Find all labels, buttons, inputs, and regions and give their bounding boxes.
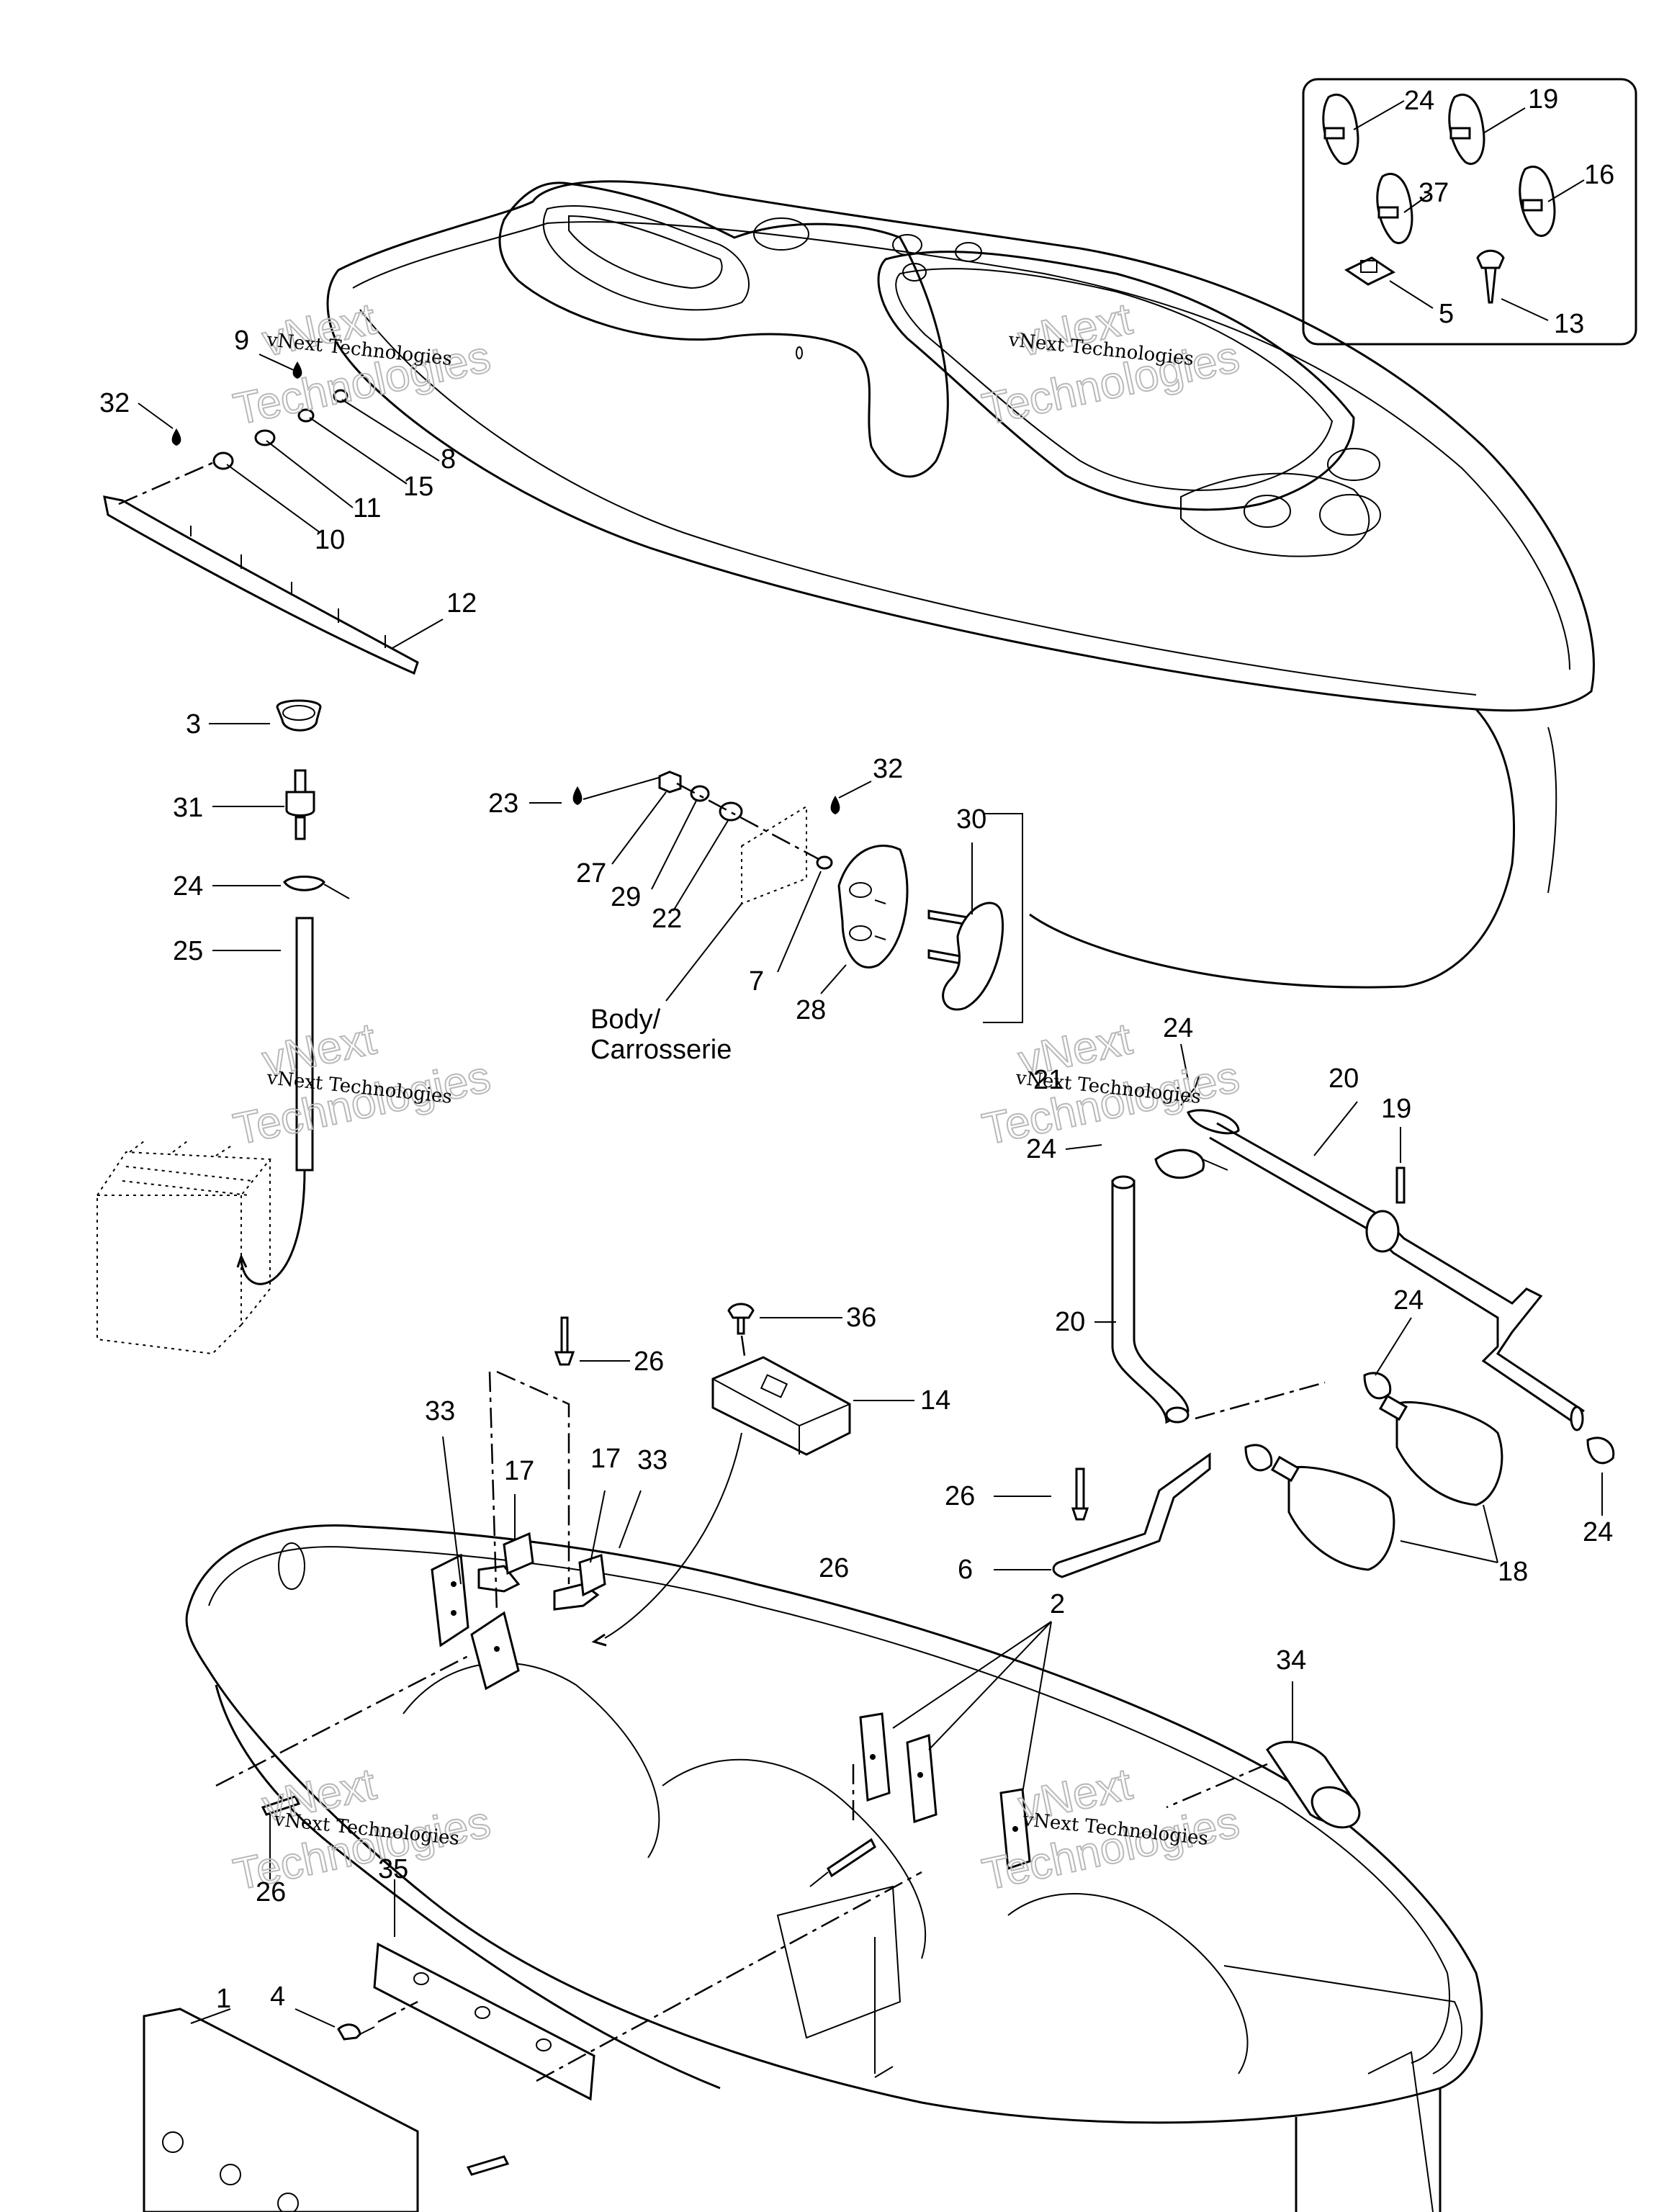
callout-33: 33 xyxy=(637,1445,667,1475)
vent-tubes xyxy=(1111,1076,1585,1431)
brackets-2 xyxy=(859,1712,1031,1871)
plates-1-35 xyxy=(143,1871,922,2212)
callout-19: 19 xyxy=(1528,84,1558,114)
callout-15: 15 xyxy=(403,472,433,502)
callout-31: 31 xyxy=(173,793,203,823)
callout-labels: 24 19 37 16 5 13 32 9 8 15 11 10 12 3 31… xyxy=(99,84,1614,2014)
sealant-drop-icon xyxy=(292,361,302,379)
callout-24: 24 xyxy=(1404,86,1434,116)
callout-17: 17 xyxy=(504,1456,534,1486)
vent-assembly xyxy=(236,699,350,1285)
rivets-26 xyxy=(261,1316,876,2176)
sealant-drop-icon xyxy=(572,786,583,805)
washer-nut-stack xyxy=(171,361,349,470)
plug-34 xyxy=(1166,1740,1361,1829)
callout-28: 28 xyxy=(796,995,826,1025)
callout-24: 24 xyxy=(173,871,203,902)
body-label-line2: Carrosserie xyxy=(590,1035,732,1065)
callout-9: 9 xyxy=(234,325,249,356)
callout-20: 20 xyxy=(1328,1064,1359,1094)
callout-29: 29 xyxy=(611,882,641,912)
callout-8: 8 xyxy=(441,444,456,475)
callout-2: 2 xyxy=(1050,1589,1065,1619)
callout-26: 26 xyxy=(634,1346,664,1377)
callout-19: 19 xyxy=(1381,1094,1411,1124)
callout-14: 14 xyxy=(920,1385,950,1416)
sealant-drop-icon xyxy=(830,796,840,814)
guide-lines xyxy=(215,1335,894,2078)
callout-3: 3 xyxy=(186,709,201,739)
callout-24: 24 xyxy=(1163,1013,1193,1043)
callout-26: 26 xyxy=(819,1553,849,1583)
callout-13: 13 xyxy=(1554,309,1584,339)
battery-outline xyxy=(96,1141,272,1355)
callout-1: 1 xyxy=(216,1984,231,2014)
callout-25: 25 xyxy=(173,936,203,966)
callout-32: 32 xyxy=(99,388,130,418)
callout-16: 16 xyxy=(1584,160,1614,190)
callout-6: 6 xyxy=(958,1555,973,1585)
callout-34: 34 xyxy=(1276,1645,1306,1676)
leader-lines xyxy=(138,100,1603,2028)
callout-26: 26 xyxy=(945,1481,975,1511)
callout-17: 17 xyxy=(590,1444,621,1474)
callout-23: 23 xyxy=(488,788,518,819)
callout-33: 33 xyxy=(425,1396,455,1426)
callout-18: 18 xyxy=(1498,1557,1528,1587)
callout-27: 27 xyxy=(576,858,606,889)
callout-20: 20 xyxy=(1055,1307,1085,1337)
callout-24: 24 xyxy=(1393,1285,1424,1316)
sealant-drop-icon xyxy=(171,428,181,446)
pad-14 xyxy=(711,1303,851,1456)
callout-32: 32 xyxy=(873,754,903,784)
fittings-18 xyxy=(1244,1372,1615,1571)
callout-37: 37 xyxy=(1419,178,1449,208)
callout-21: 21 xyxy=(1033,1065,1064,1095)
callout-10: 10 xyxy=(315,525,345,555)
callout-4: 4 xyxy=(270,1982,285,2012)
callout-26: 26 xyxy=(256,1877,286,1907)
inset-clips xyxy=(1302,78,1637,346)
body-deck xyxy=(326,180,1595,989)
body-label-line1: Body/ xyxy=(590,1004,661,1035)
callout-35: 35 xyxy=(378,1854,408,1884)
callout-5: 5 xyxy=(1439,299,1454,329)
callout-24: 24 xyxy=(1026,1134,1056,1164)
rub-rail-12 xyxy=(103,454,419,675)
callout-12: 12 xyxy=(446,588,477,619)
hull xyxy=(185,1524,1483,2212)
callout-11: 11 xyxy=(353,493,381,523)
callout-24: 24 xyxy=(1583,1517,1613,1547)
bracket-6 xyxy=(1052,1452,1211,1578)
watermark: vNext Technologies vNext Technologies vN… xyxy=(229,293,1244,1900)
brackets-17-33 xyxy=(431,1532,606,1691)
callout-22: 22 xyxy=(652,904,682,934)
callout-7: 7 xyxy=(749,966,764,997)
center-hardware xyxy=(572,770,1023,1023)
callout-36: 36 xyxy=(846,1303,876,1333)
callout-30: 30 xyxy=(956,804,986,835)
